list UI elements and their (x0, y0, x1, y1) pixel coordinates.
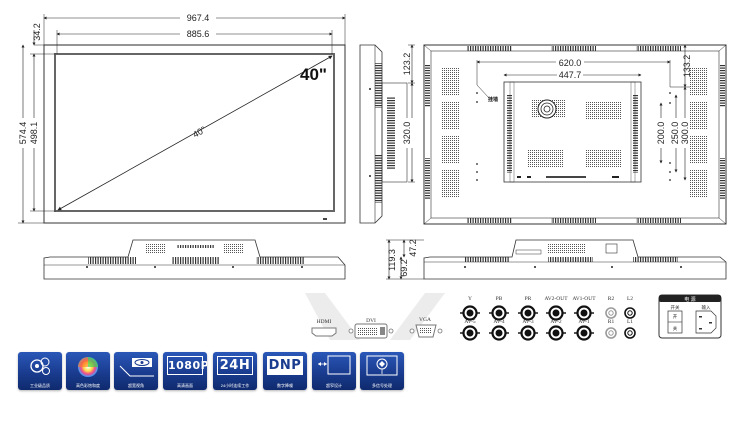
port-label-hdmi: HDMI (317, 319, 332, 325)
feature-caption: 高清画面 (177, 383, 193, 388)
badge-text: 1080P (167, 356, 207, 375)
dim-bracket-height: 320.0 (402, 122, 412, 145)
port-pin (466, 329, 474, 337)
feature-caption: 工业级品质 (30, 383, 50, 388)
port-pin (608, 310, 614, 316)
port-panel: HDMI DVI VGA (305, 293, 445, 340)
port-label: AV-4 (493, 319, 505, 325)
port-label: AV-3 (522, 319, 534, 325)
power-switch-label: 开关 (671, 304, 680, 311)
wide-angle-eye-icon (119, 358, 154, 377)
multi-signal-icon (366, 355, 398, 376)
power-on-label: 开 (673, 314, 678, 320)
color-wheel-icon (78, 357, 98, 377)
port-label: R1 (608, 319, 615, 325)
port-pin (627, 310, 633, 316)
dim-bezel-top: 34.2 (32, 23, 42, 41)
front-view: 40" 40" 967.4 885.6 34.2 574.4 498.1 (17, 13, 346, 224)
power-input-label: 输入 (702, 304, 711, 311)
port-pin (524, 329, 532, 337)
power-inlet-icon (695, 310, 717, 334)
port-pin (580, 309, 588, 317)
port-pin (552, 309, 560, 317)
port-label: R2 (608, 296, 615, 302)
dim-overall-height: 574.4 (18, 122, 28, 145)
dim-bracket-depth: 47.2 (408, 239, 418, 257)
power-module: 电 源 开关 开 关 输入 (658, 294, 722, 339)
diagonal-label: 40" (191, 124, 207, 139)
feature-1080p: 1080P 高清画面 (163, 352, 207, 390)
bottom-view-rear: 119.3 69.2 47.2 (386, 239, 727, 280)
port-label: AV-5 (464, 319, 476, 325)
port-label: L1 (627, 319, 633, 325)
feature-caption: 超宽视角 (128, 383, 144, 388)
dim-rear-inner-span: 447.7 (559, 70, 582, 80)
size-label: 40" (300, 65, 327, 84)
gears-icon (30, 357, 50, 375)
feature-24h: 24H 24小时连续工作 (213, 352, 257, 390)
port-label: AV-1 (578, 319, 590, 325)
hdmi-port-icon (311, 327, 337, 337)
feature-caption: 超窄设计 (326, 383, 342, 388)
port-label-vga: VGA (419, 317, 431, 323)
dim-screen-width: 885.6 (187, 29, 210, 39)
port-pin (580, 329, 588, 337)
dim-screen-height: 498.1 (29, 122, 39, 145)
side-view: 123.2 320.0 (359, 44, 415, 224)
feature-multi-signal: 多信号处理 (360, 352, 404, 390)
front-screen (54, 53, 335, 212)
port-label: AV-2 (550, 319, 562, 325)
port-label: PB (496, 296, 503, 302)
dim-vesa-250: 250.0 (670, 122, 680, 145)
dim-overall-width: 967.4 (187, 13, 210, 23)
port-pin (608, 330, 614, 336)
port-pin (552, 329, 560, 337)
port-label: Y (468, 296, 472, 302)
feature-caption: 多信号处理 (372, 383, 392, 388)
port-label: AV2-OUT (544, 296, 568, 302)
feature-caption: 数字降噪 (277, 383, 293, 388)
dim-vesa-200: 200.0 (656, 122, 666, 145)
port-pin (627, 330, 633, 336)
port-pin (466, 309, 474, 317)
power-title: 电 源 (684, 296, 695, 303)
badge-text: 24H (217, 356, 253, 375)
feature-caption: 高色彩饱和度 (76, 383, 100, 388)
port-label: L2 (627, 296, 633, 302)
diagonal-line (57, 55, 333, 211)
port-pin (495, 309, 503, 317)
port-pin (495, 329, 503, 337)
port-label: AV1-OUT (572, 296, 596, 302)
feature-wide-angle: 超宽视角 (114, 352, 158, 390)
dim-vesa-300: 300.0 (680, 122, 690, 145)
power-indicator (323, 218, 327, 220)
dim-body-depth: 69.2 (399, 259, 409, 277)
dim-side-top-offset: 123.2 (402, 53, 412, 76)
dim-rear-top-offset: 133.2 (682, 55, 692, 78)
feature-color-saturation: 高色彩饱和度 (66, 352, 110, 390)
dim-rear-outer-span: 620.0 (559, 58, 582, 68)
wall-mount-callout: 挂墙 (488, 96, 498, 103)
feature-narrow-bezel: 超窄设计 (312, 352, 356, 390)
feature-caption: 24小时连续工作 (220, 383, 250, 388)
dim-total-depth: 119.3 (387, 249, 397, 271)
narrow-bezel-icon (318, 355, 351, 375)
port-label: PR (525, 296, 532, 302)
badge-text: DNP (267, 356, 303, 375)
bottom-view (43, 239, 346, 280)
feature-industrial-grade: 工业级品质 (18, 352, 62, 390)
rear-view: 挂墙 620.0 447.7 133.2 200.0 250.0 300.0 (423, 44, 727, 225)
port-pin (524, 309, 532, 317)
power-off-label: 关 (673, 325, 678, 332)
feature-dnp: DNP 数字降噪 (263, 352, 307, 390)
port-label-dvi: DVI (366, 318, 376, 324)
